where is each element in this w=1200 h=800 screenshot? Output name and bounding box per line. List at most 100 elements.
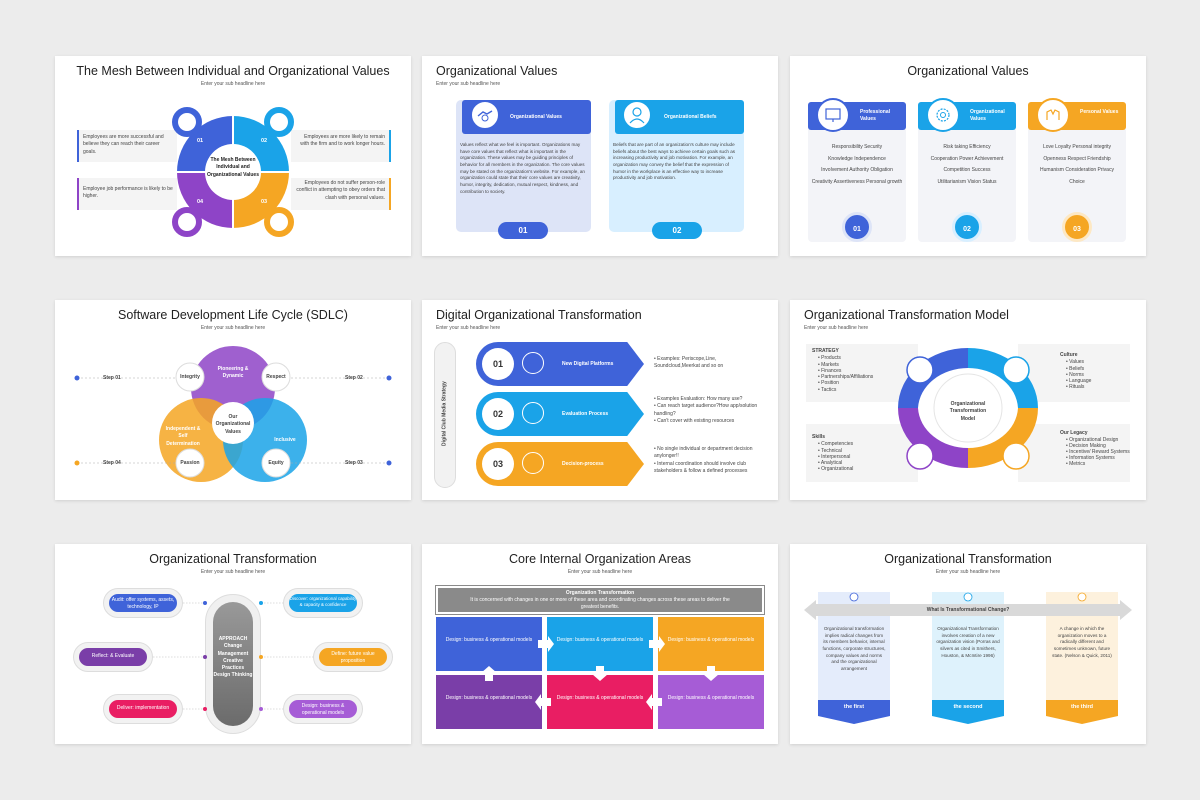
value-item: Cooperation Power Achievement xyxy=(930,155,1004,162)
pill-audit[interactable]: Audit: offer systems, assets, technology… xyxy=(109,594,177,612)
pill-deliver[interactable]: Deliver: implementation xyxy=(109,700,177,718)
card-professional-title: Professional Values xyxy=(860,109,891,123)
slide-subtitle: Enter your sub headline here xyxy=(436,81,501,87)
slide-mesh-values[interactable]: The Mesh Between Individual and Organiza… xyxy=(55,56,411,256)
slide-subtitle: Enter your sub headline here xyxy=(200,81,266,87)
area-cell-4: Design: business & operational models xyxy=(436,675,542,729)
row-03-label: Decision-process xyxy=(562,461,604,467)
slide-org-values-cards[interactable]: Organizational Values Enter your sub hea… xyxy=(422,56,778,256)
slide-sdlc[interactable]: Software Development Life Cycle (SDLC) E… xyxy=(55,300,411,500)
slide-title: Organizational Transformation xyxy=(149,552,317,566)
row-01-num: 01 xyxy=(482,348,514,380)
slide-title: Organizational Values xyxy=(907,64,1029,78)
decision-icon xyxy=(522,452,544,474)
strategy-item: Partnerships/Affiliations xyxy=(818,374,873,380)
card-organizational-items: Risk taking Efficiency Cooperation Power… xyxy=(920,142,1014,188)
mesh-text-02: Employees are more likely to remain with… xyxy=(300,134,385,148)
gear-icon xyxy=(926,98,960,132)
value-item: Humanism Consideration Privacy xyxy=(1040,167,1114,173)
step-02: Step 02 xyxy=(345,375,363,381)
question-text: What Is Transformational Change? xyxy=(926,607,1010,613)
card-professional-items: Responsibility Security Knowledge Indepe… xyxy=(810,142,904,187)
col-first-body: Organizational transformation implies ra… xyxy=(822,626,886,671)
legacy-item: Decision Making xyxy=(1066,443,1130,449)
card-values-num: 01 xyxy=(498,222,548,239)
slide-subtitle: Enter your sub headline here xyxy=(436,325,501,331)
passion-label: Passion xyxy=(180,460,200,466)
value-item: Love Loyalty Personal integrity xyxy=(1042,144,1112,150)
value-item: Involvement Authority Obligation xyxy=(821,167,893,173)
row-02-num: 02 xyxy=(482,398,514,430)
quadrant-02: 02 xyxy=(261,138,268,144)
legacy-item: Information Systems xyxy=(1066,455,1130,461)
slide-org-transformation-approach[interactable]: Organizational Transformation Enter your… xyxy=(55,544,411,744)
slide-subtitle: Enter your sub headline here xyxy=(200,325,266,331)
venn-top: Pioneering & Dynamic xyxy=(217,366,249,380)
skills-item: Organizational xyxy=(818,466,853,472)
card-values-title: Organizational Values xyxy=(510,114,562,120)
slide-core-areas[interactable]: Core Internal Organization Areas Enter y… xyxy=(422,544,778,744)
slide-digital-transformation[interactable]: Digital Organizational Transformation En… xyxy=(422,300,778,500)
model-center: Organizational Transformation Model xyxy=(949,401,987,422)
strategy-item: Markets xyxy=(818,362,873,368)
slide-subtitle: Enter your sub headline here xyxy=(804,325,869,331)
col-second-body: Organizational Transformation involves c… xyxy=(936,626,1000,658)
card-personal-num: 03 xyxy=(1062,212,1092,242)
pill-define[interactable]: Define: future value proposition xyxy=(319,648,387,666)
slide-title: Software Development Life Cycle (SDLC) xyxy=(118,308,348,322)
quadrant-01: 01 xyxy=(197,138,204,144)
banner xyxy=(435,585,765,615)
value-item: Risk taking Efficiency xyxy=(943,144,991,150)
area-cell-2: Design: business & operational models xyxy=(547,617,653,671)
side-strategy-bar xyxy=(434,342,456,488)
slide-title: Organizational Transformation Model xyxy=(804,308,1009,322)
card-beliefs-body: Beliefs that are part of an organization… xyxy=(613,142,736,181)
value-item: Openness Respect Friendship xyxy=(1043,155,1111,162)
handshake-icon xyxy=(470,100,500,130)
row-03-bullets: No single individual or department decis… xyxy=(654,446,766,475)
pill-design[interactable]: Design: business & operational models xyxy=(289,700,357,718)
row-01-label: New Digital Platforms xyxy=(562,361,614,367)
mesh-text-04: Employee job performance is likely to be… xyxy=(83,186,173,200)
legacy-item: Metrics xyxy=(1066,461,1130,467)
strategy-item: Finances xyxy=(818,368,873,374)
side-strategy-label: Digital Club Media Strategy xyxy=(441,381,448,446)
quadrant-03: 03 xyxy=(261,199,268,205)
col-second-label: the second xyxy=(953,704,983,710)
skills-item: Analytical xyxy=(818,460,853,466)
slide-title: Organizational Transformation xyxy=(884,552,1052,566)
connector-lines xyxy=(153,601,313,711)
culture-item: Language xyxy=(1066,378,1091,384)
row-02-label: Evaluation Process xyxy=(562,411,609,417)
slide-subtitle: Enter your sub headline here xyxy=(935,569,1001,575)
legacy-item: Incentive/ Reward Systems xyxy=(1066,449,1130,455)
strategy-head: STRATEGY xyxy=(812,348,839,354)
slide-transformational-change[interactable]: Organizational Transformation Enter your… xyxy=(790,544,1146,744)
value-item: Utilitarianism Vision Status xyxy=(937,178,997,185)
pill-discover[interactable]: Discover: organizational capability & ca… xyxy=(289,594,357,612)
bullet: No single individual or department decis… xyxy=(654,446,766,461)
culture-item: Rituals xyxy=(1066,384,1091,390)
card-professional-num: 01 xyxy=(842,212,872,242)
question-arrow xyxy=(804,592,1132,724)
strategy-item: Tactics xyxy=(818,387,873,393)
slide-org-values-three[interactable]: Organizational Values Professional Value… xyxy=(790,56,1146,256)
skills-head: Skills xyxy=(812,434,826,440)
card-organizational-num: 02 xyxy=(952,212,982,242)
slide-transformation-model[interactable]: Organizational Transformation Model Ente… xyxy=(790,300,1146,500)
slide-title: Organizational Values xyxy=(436,64,558,78)
area-cell-5: Design: business & operational models xyxy=(547,675,653,729)
slide-title: Digital Organizational Transformation xyxy=(436,308,642,322)
culture-head: Culture xyxy=(1060,352,1078,358)
value-item: Responsibility Security xyxy=(831,144,883,150)
legacy-item: Organizational Design xyxy=(1066,437,1130,443)
pill-reflect[interactable]: Reflect: & Evaluate xyxy=(79,648,147,666)
brain-icon xyxy=(522,402,544,424)
slide-subtitle: Enter your sub headline here xyxy=(200,569,266,575)
card-beliefs-title: Organizational Beliefs xyxy=(664,114,717,120)
card-personal-title: Personal Values xyxy=(1080,109,1119,115)
row-01-bullets: Examples: Periscope,Line, Soundcloud,Mee… xyxy=(654,356,762,371)
value-item: Choice xyxy=(1069,178,1085,185)
area-cell-1: Design: business & operational models xyxy=(436,617,542,671)
culture-item: Values xyxy=(1066,359,1091,365)
